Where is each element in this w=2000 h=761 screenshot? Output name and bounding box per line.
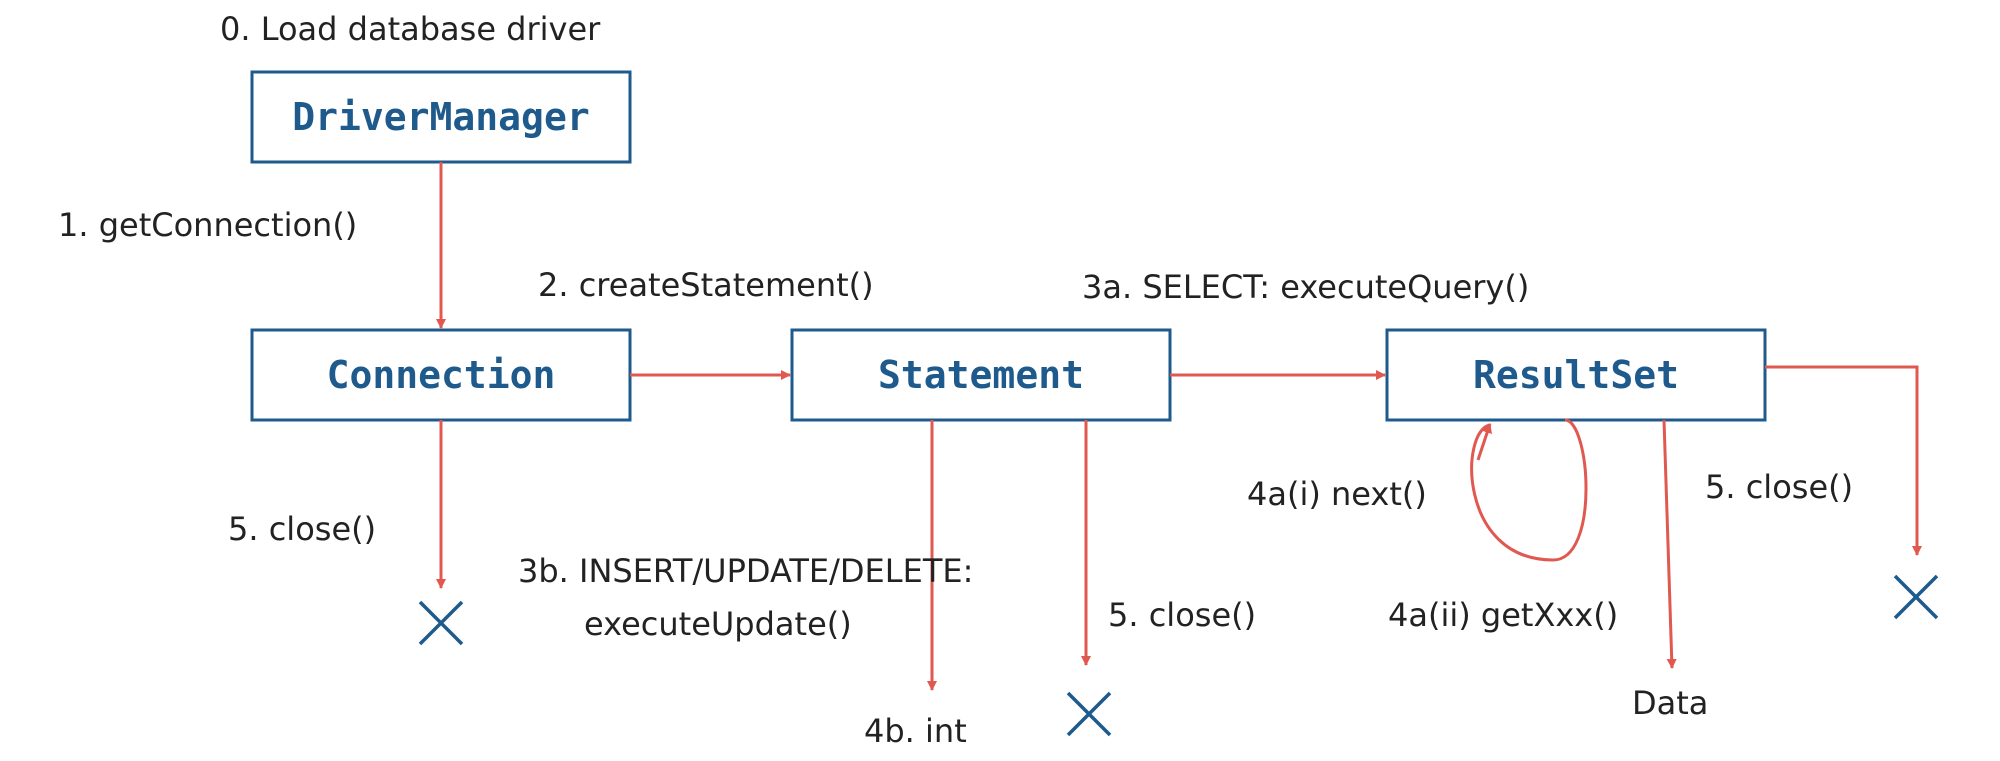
close-resultset-label: 5. close()	[1705, 468, 1853, 506]
close-connection-cross-icon	[418, 600, 464, 646]
next-label: 4a(i) next()	[1247, 475, 1427, 513]
arrow-get-xxx	[1662, 419, 1677, 669]
connection-box: Connection	[250, 328, 632, 422]
connection-label: Connection	[327, 353, 556, 397]
loop-next	[1470, 418, 1588, 562]
close-resultset-cross-icon	[1893, 574, 1939, 620]
close-statement-cross-icon	[1066, 691, 1112, 737]
data-label: Data	[1632, 684, 1708, 722]
execute-query-label: 3a. SELECT: executeQuery()	[1082, 268, 1529, 306]
resultset-label: ResultSet	[1473, 353, 1679, 397]
driver-manager-box: DriverManager	[250, 70, 632, 164]
loop-next-arrowhead	[1476, 423, 1492, 461]
create-statement-label: 2. createStatement()	[538, 266, 874, 304]
connection-box-border	[250, 328, 632, 422]
execute-update-label-line1: 3b. INSERT/UPDATE/DELETE:	[518, 552, 973, 590]
execute-update-label-line2: executeUpdate()	[584, 605, 852, 643]
get-xxx-label: 4a(ii) getXxx()	[1388, 596, 1618, 634]
close-statement-label: 5. close()	[1108, 596, 1256, 634]
arrow-close-resultset	[1765, 365, 1922, 556]
int-result-label: 4b. int	[864, 712, 967, 750]
driver-manager-box-border	[250, 70, 632, 164]
driver-manager-label: DriverManager	[292, 95, 589, 139]
statement-label: Statement	[878, 353, 1084, 397]
resultset-box-border	[1385, 328, 1767, 422]
statement-box-border	[790, 328, 1172, 422]
load-driver-label: 0. Load database driver	[220, 10, 601, 48]
get-connection-label: 1. getConnection()	[58, 206, 357, 244]
close-connection-label: 5. close()	[228, 510, 376, 548]
statement-box: Statement	[790, 328, 1172, 422]
resultset-box: ResultSet	[1385, 328, 1767, 422]
